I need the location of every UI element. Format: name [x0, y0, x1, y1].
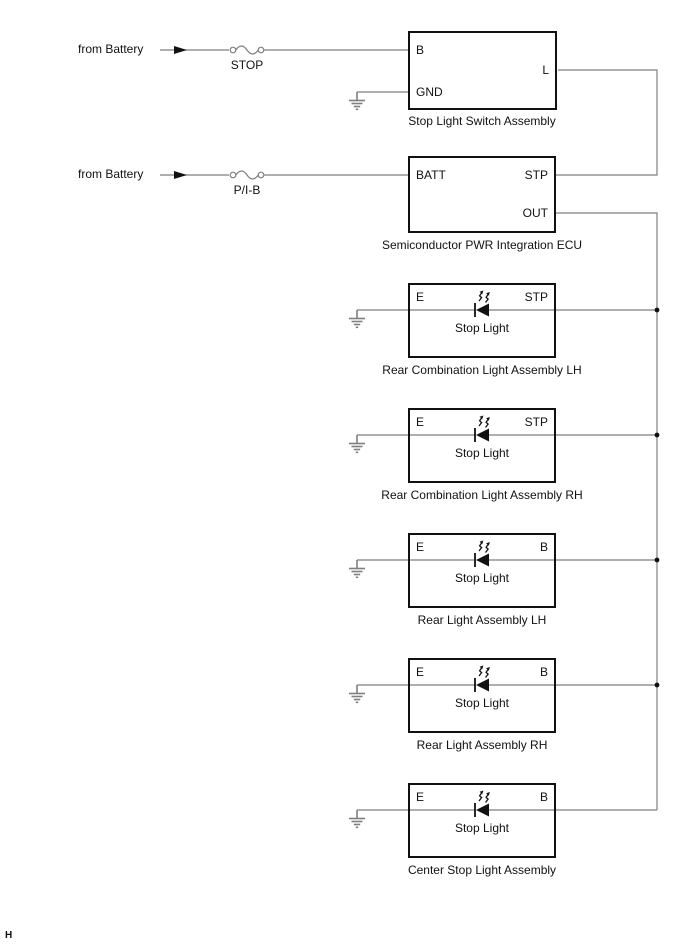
pin-label-e: E	[416, 290, 425, 304]
stop-light-label: Stop Light	[454, 321, 510, 335]
from-battery-label-2: from Battery	[78, 167, 144, 181]
pin-label-batt: BATT	[416, 168, 446, 182]
component-caption: Semiconductor PWR Integration ECU	[381, 238, 583, 252]
component-caption: Rear Light Assembly LH	[417, 613, 547, 627]
flow-arrow-icon	[174, 46, 187, 54]
junction-dot	[654, 307, 660, 313]
stop-light-label: Stop Light	[454, 571, 510, 585]
junction-dot	[654, 682, 660, 688]
pin-label-b: B	[539, 540, 548, 554]
fuse-label-stop: STOP	[230, 58, 264, 72]
component-box-rear-combination-rh: E STP Stop Light	[408, 408, 556, 483]
component-box-center-stop-light: E B Stop Light	[408, 783, 556, 858]
component-box-pwr-integration-ecu: BATT STP OUT	[408, 156, 556, 233]
component-box-stop-light-switch: B GND L	[408, 31, 557, 110]
ground-icon	[348, 559, 366, 579]
pin-label-out: OUT	[522, 206, 548, 220]
wire-out-bus	[556, 212, 658, 810]
pin-label-b: B	[416, 43, 425, 57]
component-box-rear-combination-lh: E STP Stop Light	[408, 283, 556, 358]
component-caption: Center Stop Light Assembly	[407, 863, 557, 877]
pin-label-gnd: GND	[416, 85, 443, 99]
stop-light-label: Stop Light	[454, 696, 510, 710]
stop-light-label: Stop Light	[454, 821, 510, 835]
ground-icon	[348, 91, 366, 111]
pin-label-e: E	[416, 665, 425, 679]
wire-l-to-stp	[556, 69, 658, 176]
from-battery-label-1: from Battery	[78, 42, 144, 56]
pin-label-b: B	[539, 790, 548, 804]
component-box-rear-light-lh: E B Stop Light	[408, 533, 556, 608]
component-caption: Stop Light Switch Assembly	[408, 114, 556, 128]
page-corner-label: H	[5, 930, 13, 941]
component-box-rear-light-rh: E B Stop Light	[408, 658, 556, 733]
pin-label-stp: STP	[524, 290, 548, 304]
pin-label-stp: STP	[524, 168, 548, 182]
ground-icon	[348, 809, 366, 829]
component-caption: Rear Combination Light Assembly RH	[381, 488, 583, 502]
ground-icon	[348, 309, 366, 329]
component-caption: Rear Light Assembly RH	[416, 738, 548, 752]
pin-label-stp: STP	[524, 415, 548, 429]
junction-dot	[654, 432, 660, 438]
stop-light-label: Stop Light	[454, 446, 510, 460]
pin-label-l: L	[542, 63, 549, 77]
flow-arrow-icon	[174, 171, 187, 179]
component-caption: Rear Combination Light Assembly LH	[382, 363, 582, 377]
fuse-icon	[229, 170, 265, 180]
pin-label-b: B	[539, 665, 548, 679]
ground-icon	[348, 684, 366, 704]
fuse-icon	[229, 45, 265, 55]
junction-dot	[654, 557, 660, 563]
ground-icon	[348, 434, 366, 454]
pin-label-e: E	[416, 790, 425, 804]
pin-label-e: E	[416, 415, 425, 429]
fuse-label-pib: P/I-B	[233, 183, 261, 197]
pin-label-e: E	[416, 540, 425, 554]
